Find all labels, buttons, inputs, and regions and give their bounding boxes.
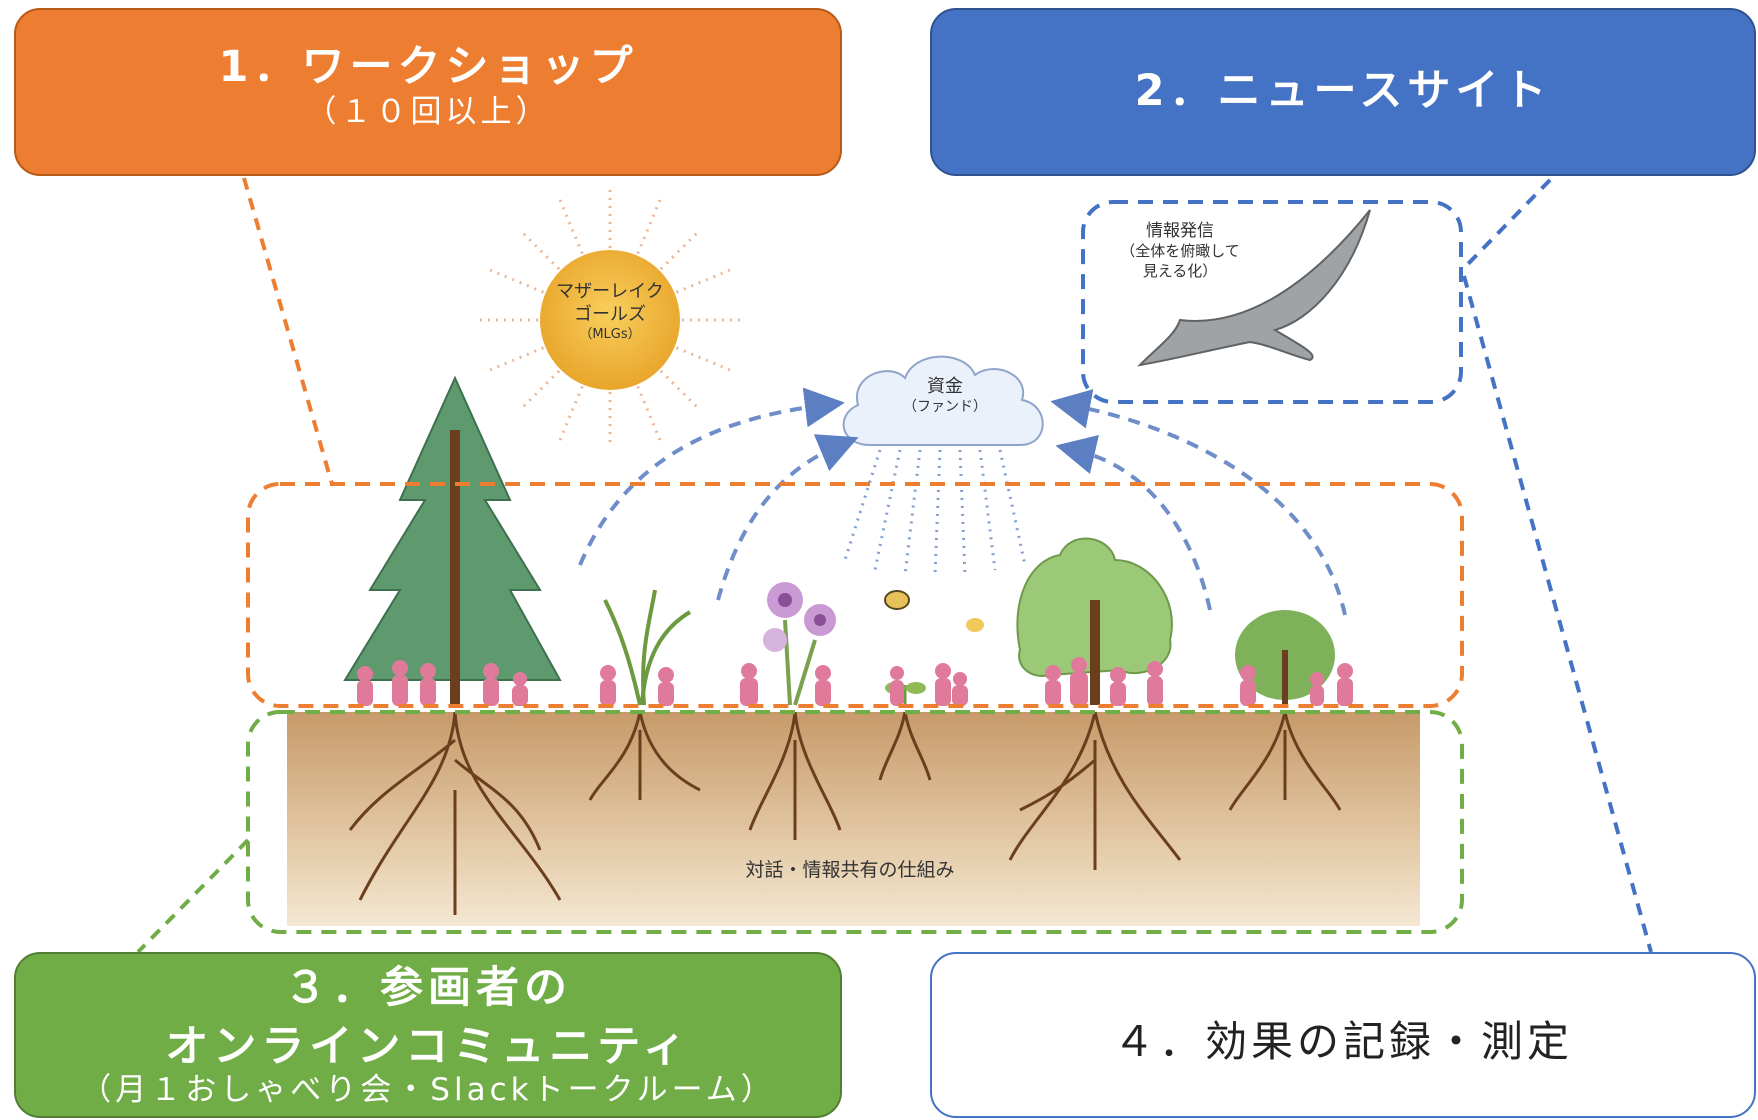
sun-label-line3: （MLGs） — [579, 326, 641, 342]
cloud-icon — [842, 355, 1044, 576]
arrow-left-outer — [578, 387, 845, 566]
measurement-box: ４．効果の記録・測定 — [930, 952, 1756, 1118]
conifer-tree-icon — [343, 375, 562, 705]
roots — [348, 711, 1342, 915]
grass-icon — [603, 589, 692, 706]
news-site-box: 2．ニュースサイト — [930, 8, 1756, 176]
broadleaf-tree-icon — [1016, 537, 1173, 705]
sun-label-line2: ゴールズ — [574, 304, 646, 326]
community-subtitle: （月１おしゃべり会・Slackトークルーム） — [80, 1071, 776, 1108]
community-box: ３．参画者の オンラインコミュニティ （月１おしゃべり会・Slackトークルーム… — [14, 952, 842, 1118]
soil — [287, 712, 1420, 926]
community-title-line2: オンラインコミュニティ — [165, 1022, 691, 1073]
community-title-line1: ３．参画者の — [284, 963, 572, 1013]
community-region — [246, 710, 1464, 934]
news-region — [1081, 200, 1463, 404]
workshop-region — [246, 482, 1464, 708]
cloud-label-line1: 資金 — [927, 376, 963, 397]
sun-icon — [480, 190, 740, 445]
workshop-subtitle: （１０回以上） — [305, 93, 551, 130]
connector-workshop — [242, 177, 334, 485]
arrow-right-inner — [1055, 435, 1212, 611]
connector-news — [1462, 178, 1552, 270]
eagle-label-line1: 情報発信 — [1146, 221, 1214, 241]
connector-community — [136, 838, 250, 954]
arrow-right-outer — [1050, 389, 1347, 616]
bee-icon — [884, 590, 984, 632]
eagle-label-line3: 見える化） — [1142, 261, 1218, 280]
eagle-label-line2: （全体を俯瞰して — [1120, 242, 1240, 261]
measurement-title: ４．効果の記録・測定 — [1112, 1017, 1573, 1066]
sun-label: マザーレイク ゴールズ （MLGs） — [540, 280, 680, 344]
arrow-left-inner — [716, 434, 859, 601]
sun-label-line1: マザーレイク — [556, 281, 664, 302]
connector-measurement — [1462, 275, 1653, 953]
shrub-icon — [1235, 610, 1335, 705]
eagle-icon — [1137, 209, 1371, 367]
cloud-label-line2: （ファンド） — [903, 399, 987, 416]
cloud-label: 資金 （ファンド） — [880, 375, 1010, 417]
soil-label: 対話・情報共有の仕組み — [745, 859, 955, 881]
people-figures — [357, 657, 1353, 706]
workshop-title: 1．ワークショップ — [218, 42, 638, 92]
eagle-label: 情報発信 （全体を俯瞰して 見える化） — [1100, 220, 1260, 281]
workshop-box: 1．ワークショップ （１０回以上） — [14, 8, 842, 176]
news-site-title: 2．ニュースサイト — [1134, 66, 1552, 116]
flowers-icon — [763, 582, 836, 706]
